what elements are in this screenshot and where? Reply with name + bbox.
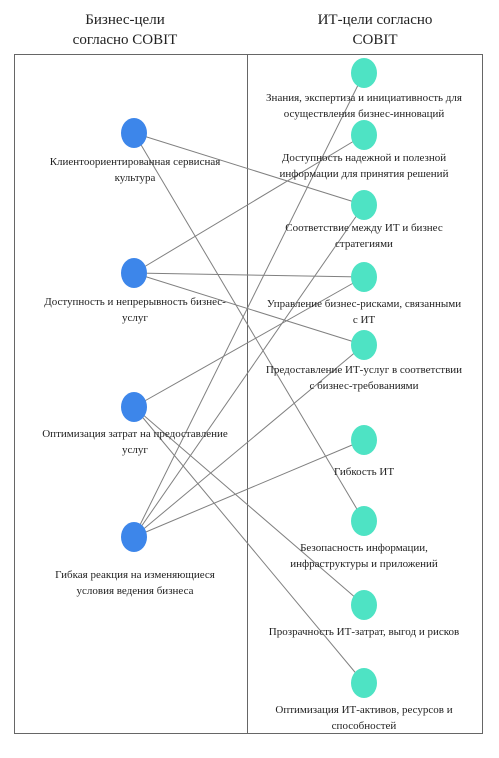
it-goal-label-8: Прозрачность ИТ-затрат, выгод и рисков	[268, 626, 460, 638]
it-goal-node-8	[351, 590, 377, 620]
it-goal-label-6: Гибкость ИТ	[333, 466, 395, 478]
business-goal-label-3: Оптимизация затрат на предоставление усл…	[42, 428, 228, 456]
it-goal-node-6	[351, 425, 377, 455]
link-b4-i3	[133, 204, 365, 538]
it-goal-label-7: Безопасность информации, инфраструктуры …	[290, 542, 438, 570]
it-goal-node-7	[351, 506, 377, 536]
it-goal-label-2: Доступность надежной и полезной информац…	[279, 152, 449, 180]
business-goal-label-1: Клиентоориентированная сервисная культур…	[49, 156, 221, 184]
it-goal-label-1: Знания, экспертиза и инициативность для …	[266, 92, 462, 120]
business-goal-node-1	[121, 118, 147, 148]
it-goal-label-9: Оптимизация ИТ-активов, ресурсов и спосо…	[275, 704, 453, 732]
link-b2-i5	[133, 272, 365, 346]
it-goal-label-4: Управление бизнес-рисками, связанными с …	[266, 298, 462, 326]
it-goal-node-9	[351, 668, 377, 698]
link-b2-i4	[133, 272, 365, 278]
link-b4-i6	[133, 439, 365, 538]
it-goal-node-2	[351, 120, 377, 150]
it-goals-panel	[247, 54, 483, 734]
link-b3-i8	[133, 406, 365, 606]
business-goal-node-3	[121, 392, 147, 422]
link-b3-i9	[133, 406, 365, 684]
link-b3-i4	[133, 276, 365, 408]
link-b4-i1	[133, 72, 365, 538]
business-goal-node-4	[121, 522, 147, 552]
business-goal-node-2	[121, 258, 147, 288]
it-goal-label-3: Соответствие между ИТ и бизнес стратегия…	[285, 222, 443, 250]
it-goal-label-5: Предоставление ИТ-услуг в соответствии с…	[265, 364, 463, 392]
it-goal-node-1	[351, 58, 377, 88]
business-goals-title: Бизнес-цели согласно COBIT	[72, 12, 178, 48]
it-goals-title: ИТ-цели согласно COBIT	[317, 12, 433, 48]
it-goal-node-5	[351, 330, 377, 360]
it-goal-node-4	[351, 262, 377, 292]
business-goal-label-2: Доступность и непрерывность бизнес-услуг	[44, 296, 226, 324]
business-goal-label-4: Гибкая реакция на изменяющиеся условия в…	[55, 569, 215, 597]
link-b2-i2	[133, 134, 365, 274]
link-b4-i5	[133, 344, 365, 538]
link-b1-i3	[133, 132, 365, 206]
it-goal-node-3	[351, 190, 377, 220]
